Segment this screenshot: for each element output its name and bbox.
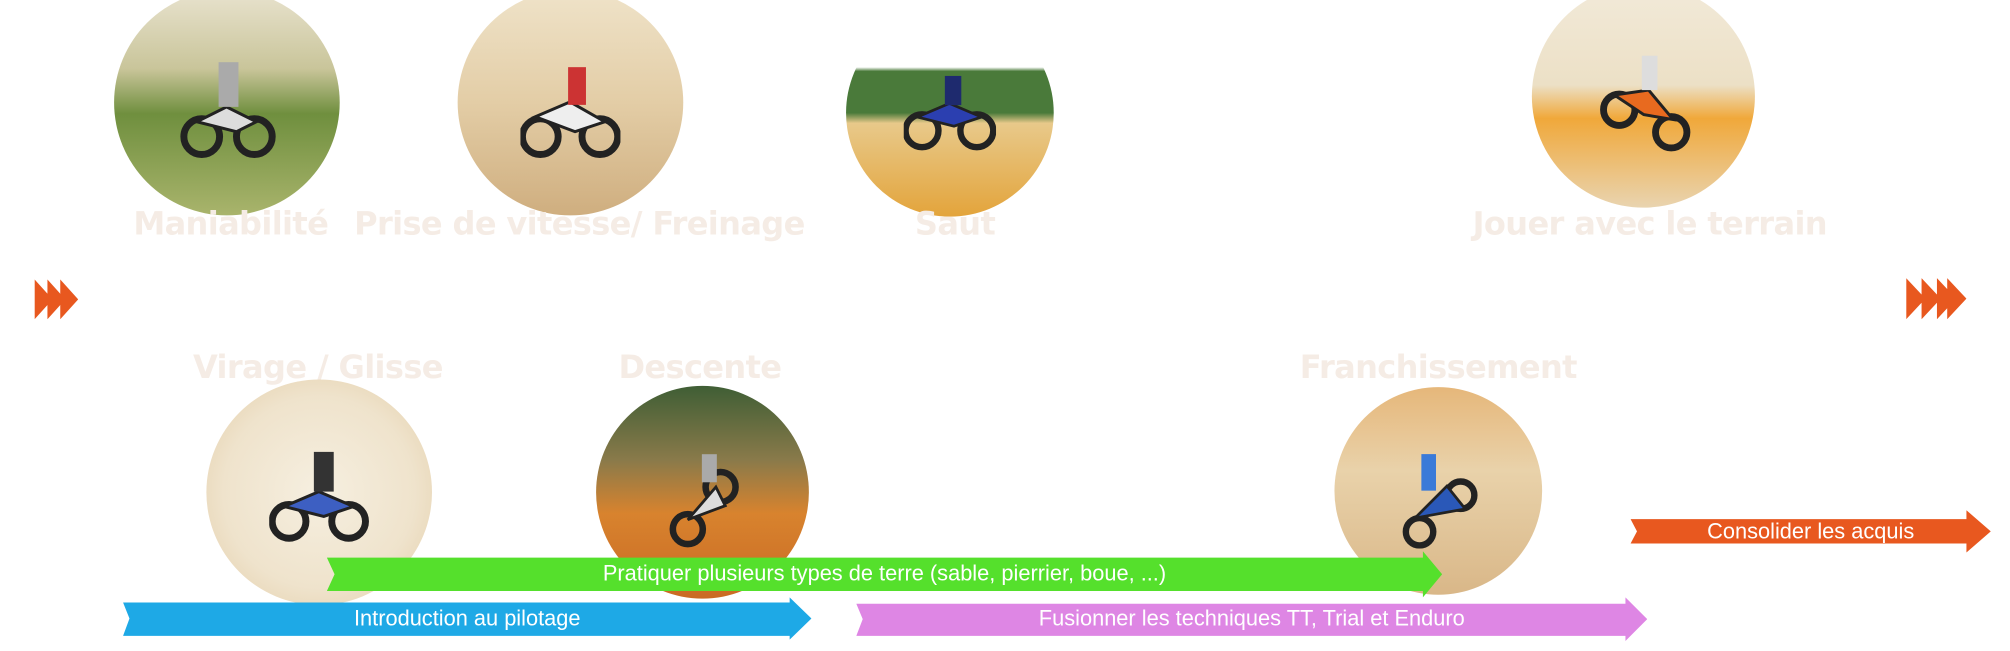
step-label: Franchissement xyxy=(1299,348,1578,386)
motorbike-illustration-icon xyxy=(180,61,277,158)
motorbike-illustration-icon xyxy=(1599,55,1690,152)
terrain-arrow: Pratiquer plusieurs types de terre (sabl… xyxy=(326,551,1443,598)
step-label: Maniabilité xyxy=(133,205,329,243)
motorbike-illustration-icon xyxy=(269,451,369,542)
jouer-avec-le-terrain-illustration xyxy=(1531,0,1755,208)
step-label: Prise de vitesse/ Freinage xyxy=(354,205,805,243)
intro-label: Introduction au pilotage xyxy=(353,605,581,631)
terrain-label: Pratiquer plusieurs types de terre (sabl… xyxy=(602,561,1167,586)
motorbike-illustration-icon xyxy=(520,66,621,158)
motorbike-illustration-icon xyxy=(904,75,996,150)
step-label: Saut xyxy=(914,205,996,243)
step-label: Jouer avec le terrain xyxy=(1472,205,1828,243)
motorbike-illustration-icon xyxy=(670,453,740,548)
maniabilite-illustration xyxy=(114,0,340,216)
franchissement-illustration xyxy=(1334,387,1543,595)
motorbike-illustration-icon xyxy=(1403,453,1479,549)
fusion-label: Fusionner les techniques TT, Trial et En… xyxy=(1038,606,1465,631)
triple-chevron-icon xyxy=(1906,278,1967,320)
fusion-arrow: Fusionner les techniques TT, Trial et En… xyxy=(856,597,1648,641)
intro-arrow: Introduction au pilotage xyxy=(123,597,812,640)
saut-illustration xyxy=(846,8,1054,217)
consolidate-label: Consolider les acquis xyxy=(1707,518,1915,543)
prise-de-vitesse-illustration xyxy=(457,0,684,216)
double-chevron-icon xyxy=(34,279,79,320)
step-label: Descente xyxy=(618,348,782,386)
consolidate-arrow: Consolider les acquis xyxy=(1630,510,1991,553)
